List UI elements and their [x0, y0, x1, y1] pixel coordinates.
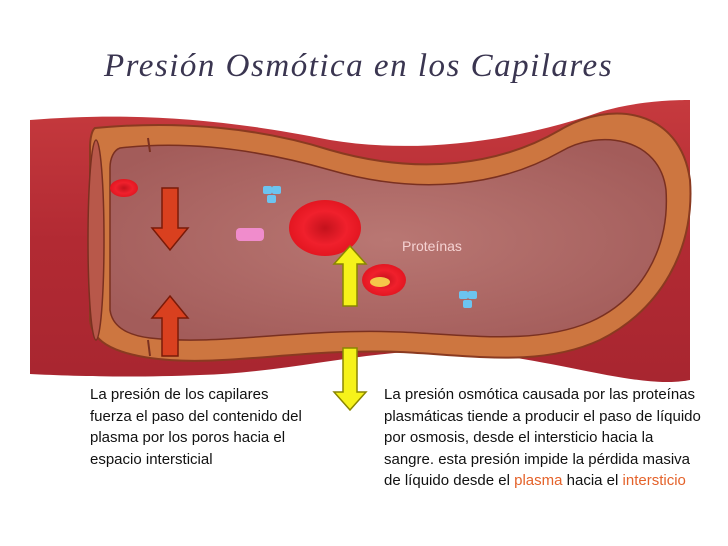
diagram-title: Presión Osmótica en los Capilares	[104, 48, 614, 84]
yellow-arrow-down-icon	[332, 347, 368, 412]
protein-molecules	[236, 186, 477, 308]
highlight-intersticio: intersticio	[622, 472, 686, 489]
highlight-plasma: plasma	[514, 472, 563, 489]
caption-connector: hacia el	[566, 472, 619, 489]
red-arrow-up-icon	[150, 294, 190, 357]
proteins-label: Proteínas	[402, 238, 462, 254]
caption-osmotic-pressure: La presión osmótica causada por las prot…	[384, 384, 704, 492]
protein-cluster	[263, 186, 281, 203]
capillary-wall	[87, 112, 692, 362]
caption-osmotic-text: La presión osmótica causada por las prot…	[384, 386, 701, 489]
caption-capillary-pressure: La presión de los capilares fuerza el pa…	[90, 386, 302, 468]
red-blood-cells	[110, 179, 406, 296]
red-arrow-down-icon	[150, 187, 190, 252]
protein-cluster	[459, 291, 477, 308]
yellow-arrow-up-icon	[332, 244, 368, 307]
